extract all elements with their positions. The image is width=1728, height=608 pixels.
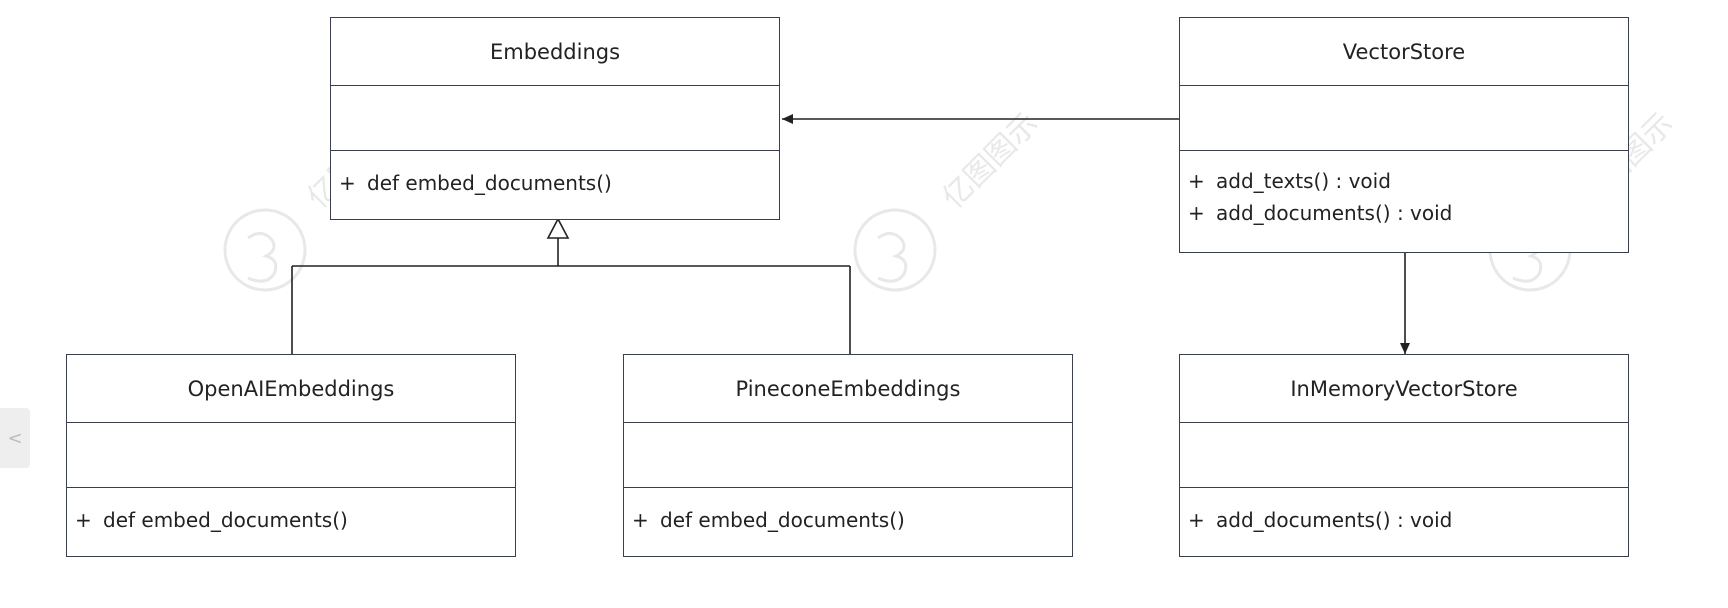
method-row: + def embed_documents() xyxy=(624,504,1072,536)
class-attributes xyxy=(624,423,1072,488)
visibility-marker: + xyxy=(1188,201,1205,225)
class-name: VectorStore xyxy=(1180,18,1628,86)
visibility-marker: + xyxy=(339,171,356,195)
visibility-marker: + xyxy=(1188,508,1205,532)
visibility-marker: + xyxy=(75,508,92,532)
method-signature: add_documents() : void xyxy=(1216,201,1453,225)
class-methods: + add_documents() : void xyxy=(1180,488,1628,556)
method-signature: def embed_documents() xyxy=(660,508,905,532)
class-methods: + def embed_documents() xyxy=(67,488,515,556)
watermark-text: 亿图图示 xyxy=(936,106,1046,216)
class-embeddings[interactable]: Embeddings + def embed_documents() xyxy=(330,17,780,220)
visibility-marker: + xyxy=(1188,169,1205,193)
side-panel-toggle[interactable]: < xyxy=(0,408,30,468)
class-methods: + add_texts() : void + add_documents() :… xyxy=(1180,151,1628,252)
class-name: OpenAIEmbeddings xyxy=(67,355,515,423)
chevron-left-icon: < xyxy=(7,427,23,449)
class-attributes xyxy=(331,86,779,151)
class-attributes xyxy=(67,423,515,488)
method-signature: add_documents() : void xyxy=(1216,508,1453,532)
method-row: + add_texts() : void xyxy=(1180,165,1628,197)
class-methods: + def embed_documents() xyxy=(624,488,1072,556)
method-signature: def embed_documents() xyxy=(103,508,348,532)
method-signature: add_texts() : void xyxy=(1216,169,1391,193)
class-methods: + def embed_documents() xyxy=(331,151,779,219)
method-signature: def embed_documents() xyxy=(367,171,612,195)
class-name: PineconeEmbeddings xyxy=(624,355,1072,423)
generalization-arrowhead xyxy=(546,217,570,239)
method-row: + add_documents() : void xyxy=(1180,197,1628,229)
class-pinecone-embeddings[interactable]: PineconeEmbeddings + def embed_documents… xyxy=(623,354,1073,557)
class-openai-embeddings[interactable]: OpenAIEmbeddings + def embed_documents() xyxy=(66,354,516,557)
method-row: + def embed_documents() xyxy=(67,504,515,536)
class-vector-store[interactable]: VectorStore + add_texts() : void + add_d… xyxy=(1179,17,1629,253)
class-name: Embeddings xyxy=(331,18,779,86)
class-in-memory-vector-store[interactable]: InMemoryVectorStore + add_documents() : … xyxy=(1179,354,1629,557)
class-attributes xyxy=(1180,86,1628,151)
visibility-marker: + xyxy=(632,508,649,532)
class-attributes xyxy=(1180,423,1628,488)
method-row: + def embed_documents() xyxy=(331,167,779,199)
inheritance-connector xyxy=(291,217,851,354)
method-row: + add_documents() : void xyxy=(1180,504,1628,536)
class-name: InMemoryVectorStore xyxy=(1180,355,1628,423)
